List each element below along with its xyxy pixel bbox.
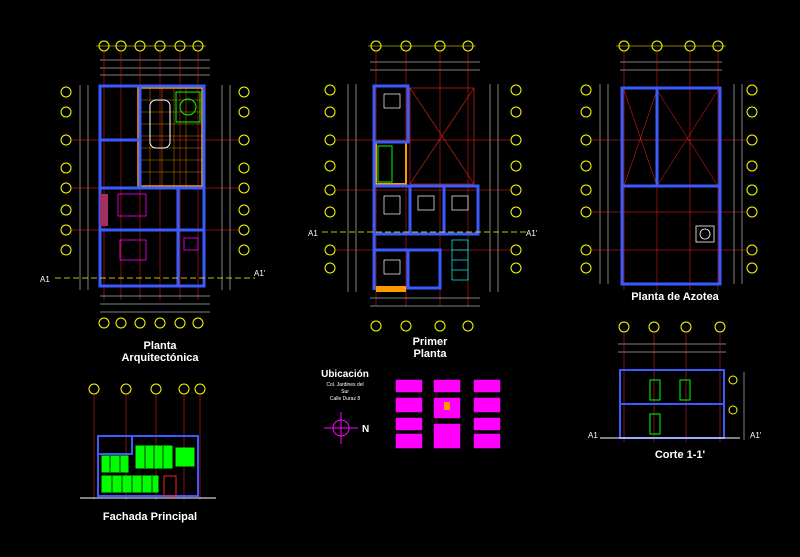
ubicacion-line2: Sur bbox=[341, 389, 349, 395]
dimension-lines-top-1 bbox=[100, 59, 210, 76]
title-primer-planta: Primer Planta bbox=[340, 336, 520, 360]
dimension-lines-corte bbox=[618, 343, 745, 440]
axis-bubbles-top-1 bbox=[96, 40, 206, 52]
facade-upper bbox=[97, 435, 133, 455]
north-arrow-icon bbox=[324, 412, 358, 444]
walls-2 bbox=[372, 84, 480, 290]
axis-bubbles-right-3 bbox=[746, 84, 758, 274]
furniture-1 bbox=[117, 193, 199, 261]
axis-bubbles-top-2 bbox=[368, 40, 476, 52]
walls-3 bbox=[620, 86, 722, 286]
axis-bubbles-corte-right bbox=[728, 375, 738, 415]
void-area-2 bbox=[409, 87, 475, 185]
corte: A1 A1' bbox=[588, 321, 762, 442]
walls-1 bbox=[98, 84, 206, 288]
car-icon bbox=[149, 99, 171, 149]
grid-lines-corte bbox=[623, 332, 721, 442]
water-tank bbox=[695, 225, 715, 243]
section-doors bbox=[649, 379, 691, 435]
primer-planta: A1 A1' bbox=[308, 40, 538, 332]
title-fachada-principal: Fachada Principal bbox=[102, 511, 198, 523]
section-mark-right-1: A1' bbox=[254, 269, 266, 278]
title-primer-planta-line1: Primer bbox=[412, 336, 448, 348]
axis-bubbles-right-1 bbox=[238, 86, 250, 256]
title-planta-arquitectonica-line2: Arquitectónica bbox=[121, 352, 199, 365]
stair-2 bbox=[451, 239, 469, 281]
garden-area bbox=[175, 91, 201, 123]
dimension-lines-bottom-1 bbox=[100, 295, 210, 313]
ubicacion: N bbox=[324, 379, 501, 449]
patio-hatch-pattern bbox=[138, 88, 202, 186]
axis-bubbles-left-3 bbox=[580, 84, 592, 274]
title-primer-planta-line2: Planta bbox=[413, 348, 447, 361]
fachada-principal bbox=[80, 383, 216, 500]
section-mark-left-corte: A1 bbox=[588, 431, 598, 440]
facade-window-mullions bbox=[109, 446, 164, 492]
axis-bubbles-right-2 bbox=[510, 84, 522, 274]
section-mark-right-2: A1' bbox=[526, 229, 538, 238]
ubicacion-line1: Col. Jardines del bbox=[326, 382, 364, 388]
furniture-2 bbox=[383, 93, 469, 275]
title-ubicacion: Ubicación bbox=[321, 369, 369, 380]
title-planta-arquitectonica: Planta Arquitectónica bbox=[60, 340, 260, 364]
dimension-lines-bottom-2 bbox=[370, 297, 480, 307]
axis-bubbles-left-2 bbox=[324, 84, 336, 274]
title-planta-arquitectonica-line1: Planta bbox=[143, 340, 177, 352]
planta-arquitectonica: A1 A1' bbox=[40, 40, 266, 329]
dimension-lines-top-2 bbox=[370, 61, 480, 71]
dimension-lines-side-3 bbox=[599, 84, 743, 284]
facade-door bbox=[163, 475, 177, 497]
green-room-2 bbox=[377, 145, 393, 183]
section-mark-left-1: A1 bbox=[40, 275, 50, 284]
north-label: N bbox=[362, 424, 369, 435]
site-lot bbox=[444, 402, 450, 410]
planta-azotea bbox=[580, 40, 758, 290]
title-corte: Corte 1-1' bbox=[654, 449, 706, 461]
ubicacion-line3: Calle Duraz 8 bbox=[329, 396, 361, 402]
balcony-2 bbox=[376, 286, 406, 292]
section-mark-left-2: A1 bbox=[308, 229, 318, 238]
axis-bubbles-bottom-1 bbox=[98, 317, 204, 329]
facade-body bbox=[97, 435, 199, 497]
title-planta-azotea: Planta de Azotea bbox=[631, 291, 719, 303]
dimension-lines-side-2 bbox=[347, 84, 499, 292]
axis-bubbles-bottom-2 bbox=[370, 320, 474, 332]
stair-1 bbox=[100, 194, 108, 226]
section-mark-right-corte: A1' bbox=[750, 431, 762, 440]
axis-bubbles-top-3 bbox=[616, 40, 726, 52]
patio-hatch bbox=[137, 87, 203, 187]
dimension-lines-top-3 bbox=[620, 61, 722, 71]
city-blocks bbox=[395, 379, 501, 449]
dimension-lines-side-1 bbox=[79, 85, 231, 290]
axis-bubbles-left-1 bbox=[60, 86, 72, 256]
